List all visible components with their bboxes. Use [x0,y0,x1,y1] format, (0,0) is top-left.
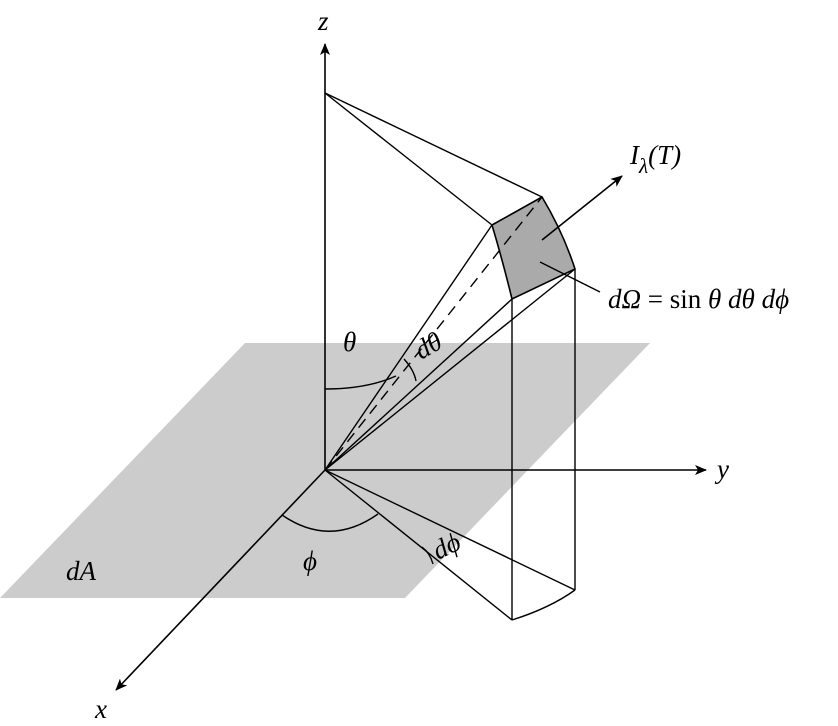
intensity-subscript: λ [638,154,648,178]
intensity-argument: (T) [648,140,681,170]
d-phi-arc [421,546,434,565]
phi-arc [281,513,379,532]
cone-edge [324,224,493,471]
solid-angle-dphi: dϕ [755,284,789,314]
solid-angle-dtheta: dθ [721,284,755,314]
phi-wedge-edge [324,469,513,621]
cone-edge [324,268,576,471]
phi-label: ϕ [303,546,317,576]
area-label: dA [66,556,97,586]
phi-wedge-edge [324,469,576,591]
solid-angle-lhs: dΩ [608,284,641,314]
solid-angle-theta: θ [708,284,721,314]
y-axis-label: y [714,454,729,484]
z-projection-line [324,92,543,198]
cone-edge [324,298,513,471]
solid-angle-patch [491,195,576,301]
z-projection-line [324,92,493,226]
intensity-symbol: I [629,140,641,170]
theta-label: θ [343,327,356,357]
solid-angle-eq: = sin [641,284,708,314]
z-axis-label: z [317,6,329,36]
x-axis-label: x [94,694,107,724]
theta-arc [324,375,397,390]
cone-center-dashed [324,196,543,471]
solid-angle-formula: dΩ = sin θ dθ dϕ [608,284,789,314]
intensity-label: Iλ(T) [629,140,681,178]
phi-wedge-arc [511,589,576,621]
d-theta-arc [403,358,417,382]
x-axis [115,469,326,691]
intensity-ray [541,175,623,241]
solid-angle-leader [539,261,601,293]
